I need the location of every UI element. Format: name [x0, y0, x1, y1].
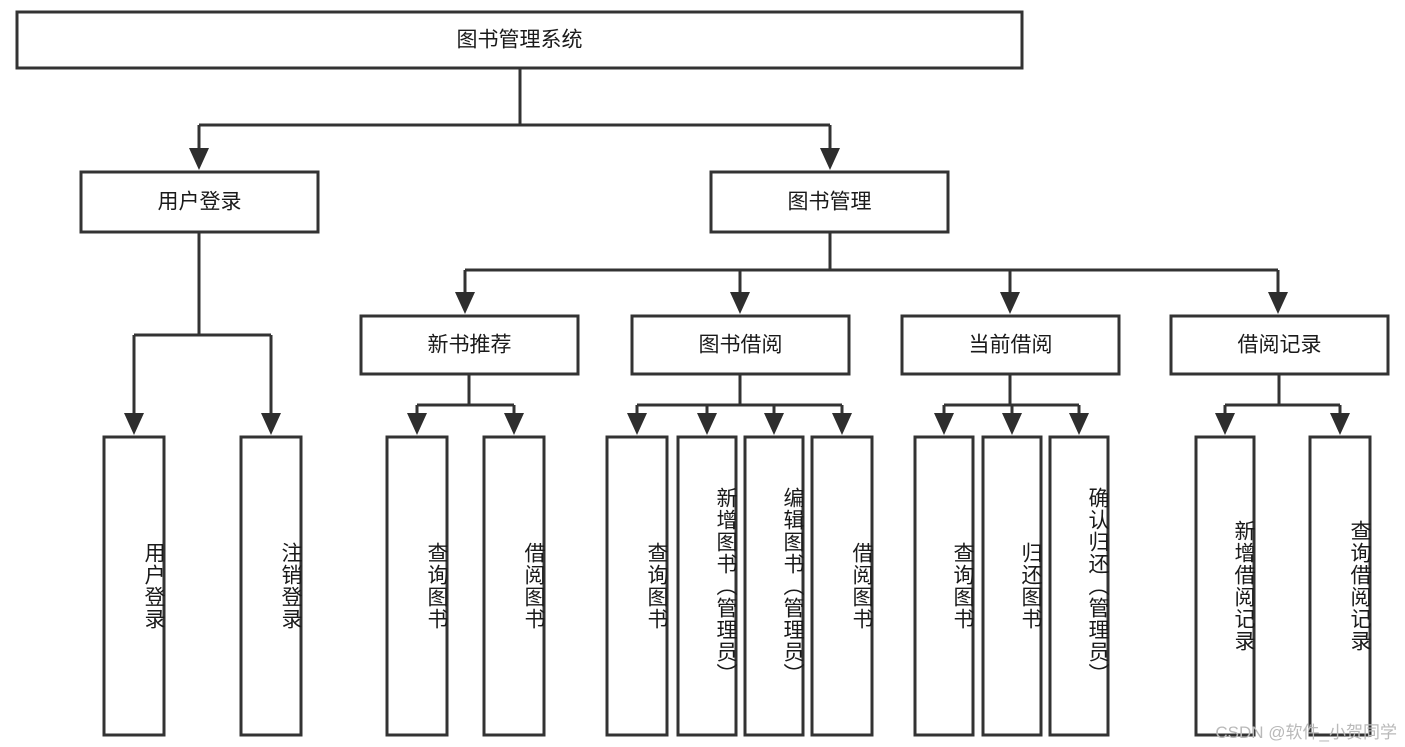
leaf-node-12[interactable] — [1308, 435, 1372, 737]
level1-node-label-1: 图书管理 — [788, 191, 872, 214]
leaf-node-box-9[interactable] — [981, 435, 1043, 737]
root-node-0[interactable] — [15, 10, 1024, 70]
leaf-node-box-11[interactable] — [1194, 435, 1256, 737]
leaf-node-box-0[interactable] — [102, 435, 166, 737]
group-3-arrow-0-head — [1215, 413, 1235, 435]
group-2-arrow-2-head — [1069, 413, 1089, 435]
root-arrow-0-head — [189, 148, 209, 170]
books-arrow-0-head — [455, 292, 475, 314]
login-arrow-0-head — [124, 413, 144, 435]
group-1-arrow-2-head — [764, 413, 784, 435]
leaf-node-box-2[interactable] — [385, 435, 449, 737]
leaf-node-9[interactable] — [981, 435, 1043, 737]
leaf-node-box-7[interactable] — [810, 435, 874, 737]
leaf-node-4[interactable] — [605, 435, 669, 737]
leaf-node-box-12[interactable] — [1308, 435, 1372, 737]
leaf-node-box-4[interactable] — [605, 435, 669, 737]
level2-node-0[interactable] — [359, 314, 580, 376]
level1-node-0[interactable] — [79, 170, 320, 234]
level2-node-label-3: 借阅记录 — [1238, 334, 1322, 357]
watermark-text: CSDN @软件_小贺同学 — [1215, 723, 1397, 742]
leaf-node-2[interactable] — [385, 435, 449, 737]
books-arrow-3-head — [1268, 292, 1288, 314]
group-1-arrow-1-head — [697, 413, 717, 435]
leaf-node-5[interactable] — [676, 435, 738, 737]
level2-node-box-0[interactable] — [359, 314, 580, 376]
leaf-node-box-5[interactable] — [676, 435, 738, 737]
group-0-arrow-0-head — [407, 413, 427, 435]
level1-node-1[interactable] — [709, 170, 950, 234]
group-1-arrow-3-head — [832, 413, 852, 435]
level1-node-box-1[interactable] — [709, 170, 950, 234]
leaf-node-box-3[interactable] — [482, 435, 546, 737]
level2-node-label-0: 新书推荐 — [428, 334, 512, 357]
leaf-node-0[interactable] — [102, 435, 166, 737]
level2-node-label-2: 当前借阅 — [969, 334, 1053, 357]
books-arrow-1-head — [730, 292, 750, 314]
group-1-arrow-0-head — [627, 413, 647, 435]
level1-node-box-0[interactable] — [79, 170, 320, 234]
login-arrow-1-head — [261, 413, 281, 435]
group-0-arrow-1-head — [504, 413, 524, 435]
leaf-node-6[interactable] — [743, 435, 805, 737]
leaf-node-7[interactable] — [810, 435, 874, 737]
group-2-arrow-0-head — [934, 413, 954, 435]
root-arrow-1-head — [820, 148, 840, 170]
leaf-node-3[interactable] — [482, 435, 546, 737]
level2-node-2[interactable] — [900, 314, 1121, 376]
leaf-node-box-1[interactable] — [239, 435, 303, 737]
group-3-arrow-1-head — [1330, 413, 1350, 435]
level2-node-3[interactable] — [1169, 314, 1390, 376]
level1-node-label-0: 用户登录 — [158, 191, 242, 214]
group-2-arrow-1-head — [1002, 413, 1022, 435]
leaf-node-box-10[interactable] — [1048, 435, 1110, 737]
level2-node-1[interactable] — [630, 314, 851, 376]
leaf-node-1[interactable] — [239, 435, 303, 737]
leaf-node-box-6[interactable] — [743, 435, 805, 737]
level2-node-label-1: 图书借阅 — [699, 334, 783, 357]
level2-node-box-3[interactable] — [1169, 314, 1390, 376]
level2-node-box-2[interactable] — [900, 314, 1121, 376]
leaf-node-10[interactable] — [1048, 435, 1110, 737]
connector-layer — [124, 68, 1350, 435]
leaf-node-box-8[interactable] — [913, 435, 975, 737]
root-node-label-0: 图书管理系统 — [457, 29, 583, 52]
leaf-node-8[interactable] — [913, 435, 975, 737]
root-node-box-0[interactable] — [15, 10, 1024, 70]
level2-node-box-1[interactable] — [630, 314, 851, 376]
books-arrow-2-head — [1000, 292, 1020, 314]
leaf-node-11[interactable] — [1194, 435, 1256, 737]
